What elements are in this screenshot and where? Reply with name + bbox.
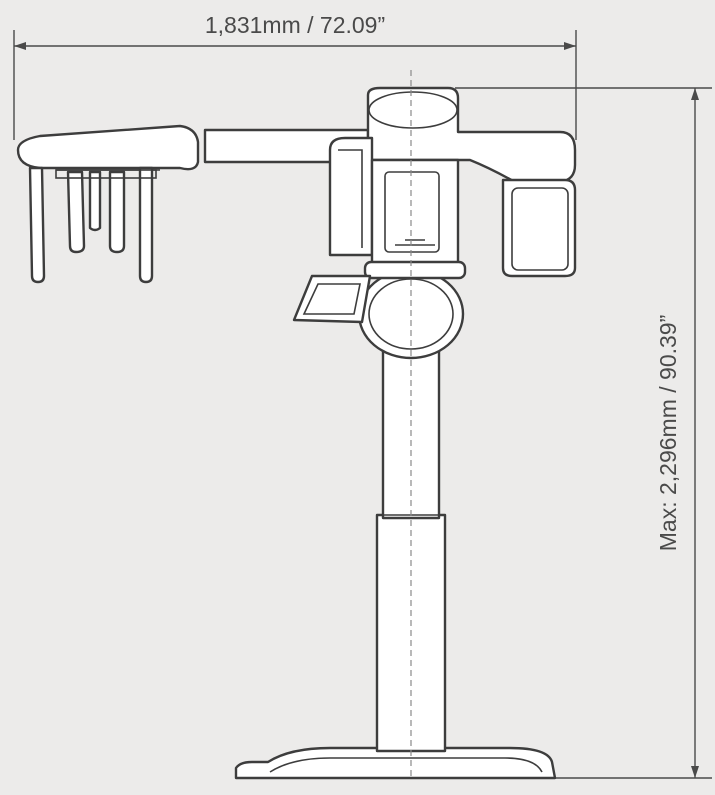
width-label: 1,831mm / 72.09” [205,12,385,38]
control-panel [292,274,372,324]
height-label: Max: 2,296mm / 90.39” [655,315,681,552]
sensor-unit [501,178,577,278]
xray-unit [16,70,577,780]
tube-head [328,136,374,257]
height-dimension: Max: 2,296mm / 90.39” [455,87,712,779]
ceph-arm [16,124,200,171]
head-housing [366,86,577,184]
ceph-ear-rod-left [28,166,46,284]
base-plate [234,746,557,780]
width-dimension: 1,831mm / 72.09” [13,12,577,140]
ceph-ear-rod-right [138,166,154,284]
